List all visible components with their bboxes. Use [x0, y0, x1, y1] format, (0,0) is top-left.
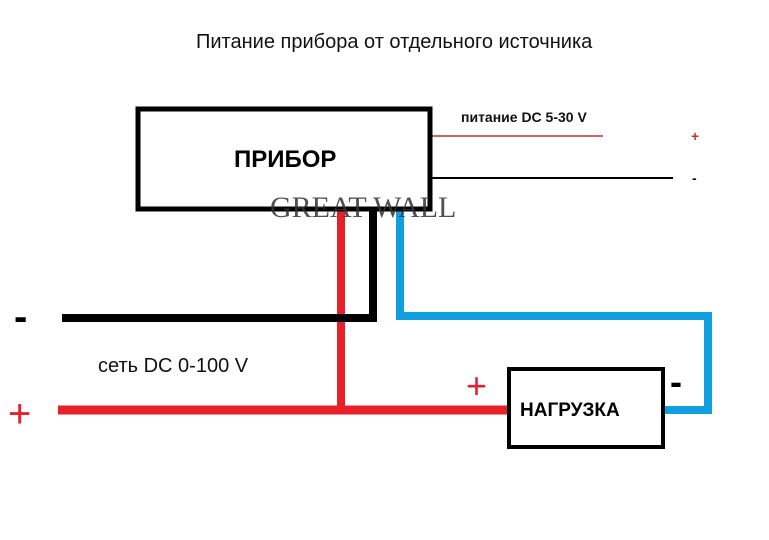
supply-minus-sign: -: [692, 170, 697, 186]
black-wire-network-minus: [62, 210, 377, 322]
diagram-title: Питание прибора от отдельного источника: [196, 31, 593, 53]
network-plus-sign: +: [8, 392, 31, 436]
supply-label: питание DC 5-30 V: [461, 109, 587, 125]
load-minus-sign: -: [670, 361, 682, 402]
device-label: ПРИБОР: [234, 146, 336, 173]
watermark: GREAT WALL: [270, 191, 456, 224]
load-box: [507, 367, 665, 449]
network-label: сеть DC 0-100 V: [98, 355, 249, 377]
blue-wire-load-minus: [396, 210, 712, 414]
load-plus-sign: +: [466, 365, 487, 406]
load-label: НАГРУЗКА: [520, 400, 620, 421]
device-box: [135, 106, 433, 212]
supply-plus-sign: +: [691, 128, 699, 144]
network-minus-sign: -: [14, 295, 27, 339]
